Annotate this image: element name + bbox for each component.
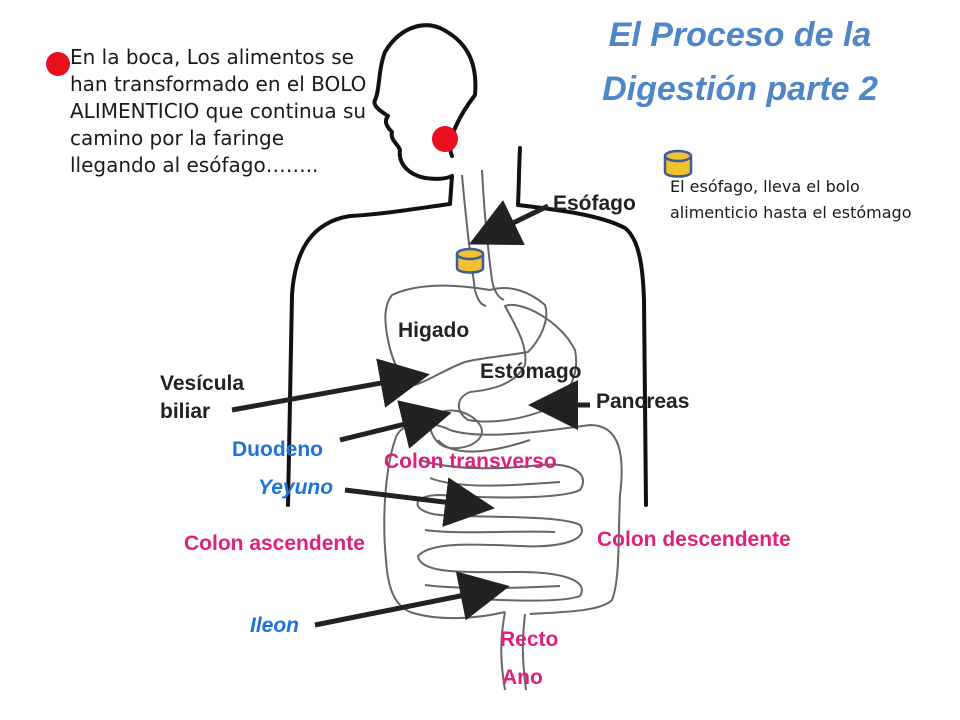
- label-recto: Recto: [500, 628, 558, 651]
- label-estomago: Estómago: [480, 360, 582, 383]
- arrows: [231, 200, 590, 628]
- label-yeyuno: Yeyuno: [258, 476, 333, 499]
- arrow-duodeno: [339, 400, 452, 449]
- label-ano: Ano: [502, 666, 543, 689]
- title-line-1: El Proceso de la: [608, 16, 872, 54]
- red-dot-bullet: [46, 52, 70, 76]
- intro-paragraph: En la boca, Los alimentos se han transfo…: [70, 45, 367, 177]
- arrow-vesicula: [231, 358, 430, 413]
- red-dot-mouth: [432, 126, 458, 152]
- cylinder-icon-note: [663, 149, 693, 178]
- label-esofago: Esófago: [553, 192, 636, 215]
- label-colon-ascendente: Colon ascendente: [184, 532, 365, 555]
- organ-labels: Esófago Higado Vesícula biliar Estómago …: [160, 192, 689, 423]
- arrow-esofago: [469, 200, 550, 246]
- pink-labels: Colon transverso Colon ascendente Colon …: [184, 450, 791, 689]
- label-colon-transverso: Colon transverso: [384, 450, 557, 473]
- label-pancreas: Pancreas: [596, 390, 689, 413]
- title-line-2: Digestión parte 2: [602, 70, 878, 108]
- stomach: [457, 303, 578, 423]
- body-outline: [286, 23, 648, 507]
- label-higado: Higado: [398, 319, 469, 342]
- esophagus-note: El esófago, lleva el bolo alimenticio ha…: [670, 177, 912, 222]
- label-colon-descendente: Colon descendente: [597, 528, 791, 551]
- page-title: El Proceso de la Digestión parte 2: [560, 8, 920, 116]
- label-vesicula-1: Vesícula: [160, 372, 244, 395]
- label-vesicula-2: biliar: [160, 400, 210, 423]
- liver: [384, 284, 548, 387]
- pancreas-duodenum: [428, 409, 531, 453]
- cylinder-icon-esophagus: [455, 247, 485, 274]
- arrow-yeyuno: [344, 477, 495, 527]
- arrow-ileon: [314, 571, 510, 628]
- blue-labels: Duodeno Yeyuno Ileon: [232, 438, 333, 637]
- label-ileon: Ileon: [250, 614, 299, 637]
- label-duodeno: Duodeno: [232, 438, 323, 461]
